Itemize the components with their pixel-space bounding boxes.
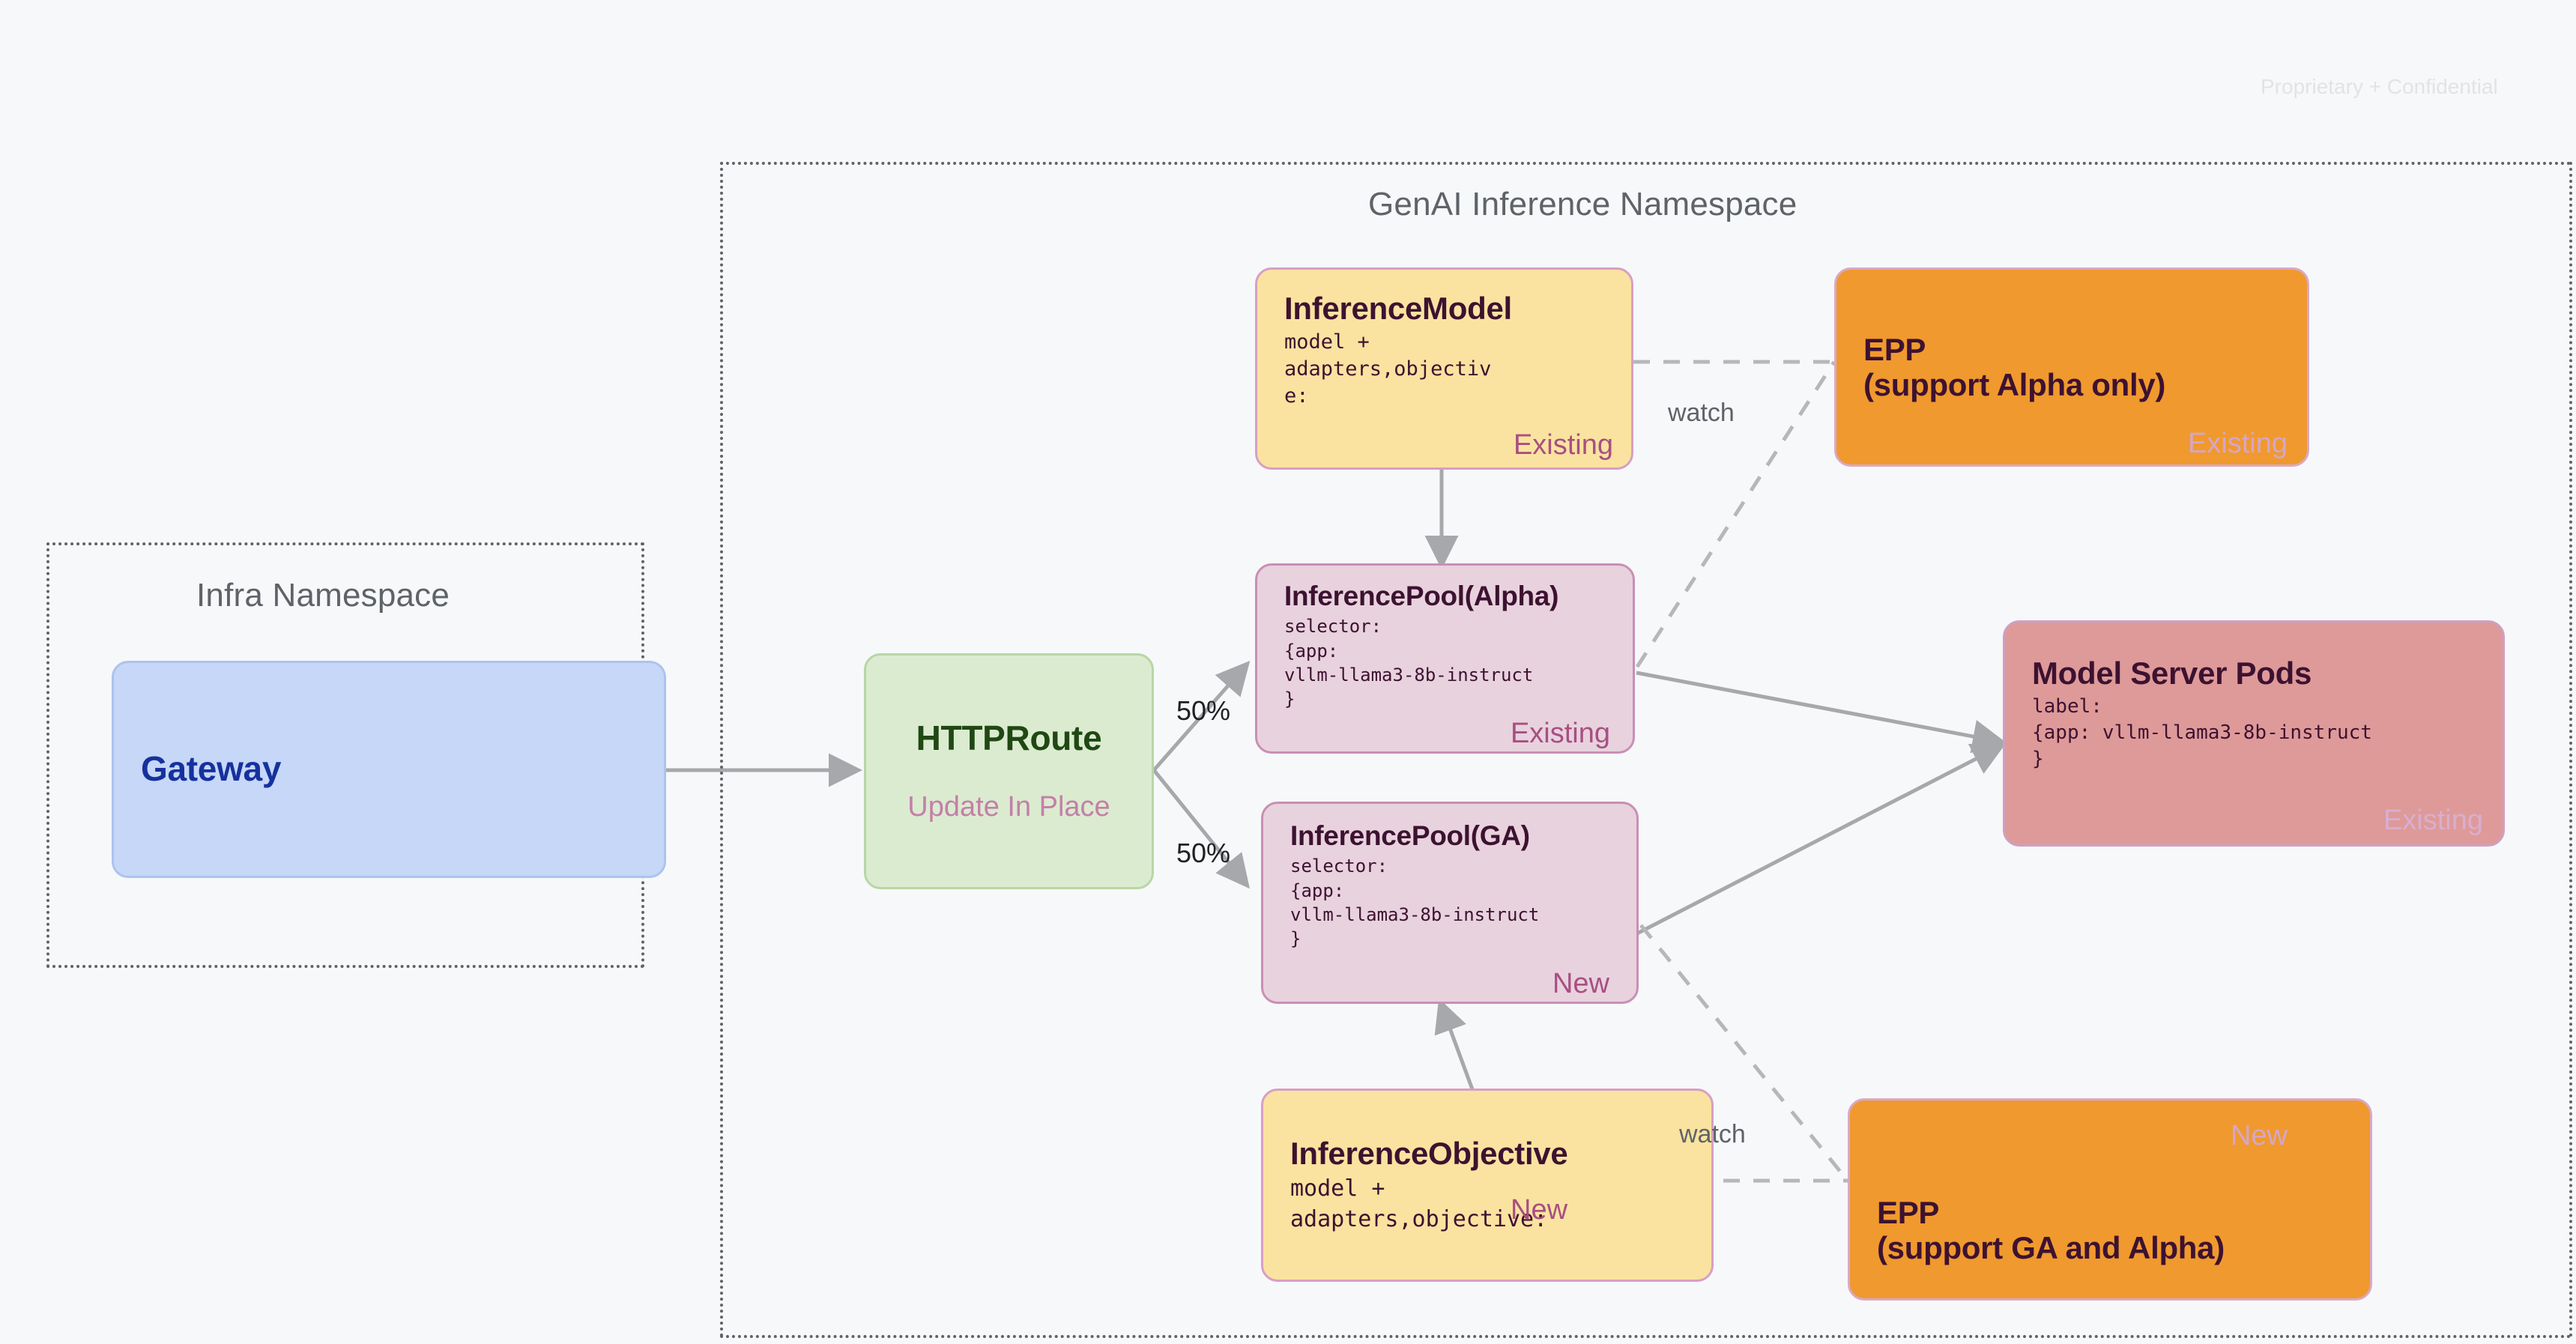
node-inference-objective[interactable]: InferenceObjective model + adapters,obje…: [1261, 1089, 1714, 1282]
node-epp-ga[interactable]: EPP (support GA and Alpha) New: [1848, 1098, 2372, 1301]
inference-pool-ga-title: InferencePool(GA): [1290, 820, 1530, 851]
edge-label-split-bottom: 50%: [1176, 838, 1231, 868]
node-httproute[interactable]: HTTPRoute Update In Place: [864, 653, 1154, 889]
httproute-title: HTTPRoute: [916, 718, 1102, 758]
model-server-pods-title: Model Server Pods: [2032, 656, 2312, 691]
inference-pool-alpha-body: selector: {app: vllm-llama3-8b-instruct …: [1284, 616, 1534, 709]
node-gateway[interactable]: Gateway: [112, 661, 666, 878]
inference-objective-title: InferenceObjective: [1290, 1136, 1568, 1172]
namespace-infra-title: Infra Namespace: [196, 577, 450, 614]
model-server-pods-inner: Model Server Pods label: {app: vllm-llam…: [2032, 623, 2486, 844]
model-server-pods-body: label: {app: vllm-llama3-8b-instruct }: [2032, 695, 2372, 770]
model-server-pods-tag: Existing: [2383, 805, 2483, 836]
node-inference-pool-ga[interactable]: InferencePool(GA) selector: {app: vllm-l…: [1261, 802, 1639, 1004]
epp-alpha-title: EPP (support Alpha only): [1863, 331, 2166, 402]
node-inference-pool-alpha[interactable]: InferencePool(Alpha) selector: {app: vll…: [1255, 563, 1635, 754]
edge-label-watch-top: watch: [1668, 399, 1735, 427]
epp-ga-title: EPP (support GA and Alpha): [1877, 1194, 2225, 1265]
epp-ga-tag: New: [2230, 1120, 2288, 1151]
confidential-notice: Proprietary + Confidential: [2261, 75, 2498, 98]
inference-objective-body: model + adapters,objective:: [1290, 1175, 1548, 1232]
epp-ga-inner: EPP (support GA and Alpha): [1877, 1101, 2353, 1298]
inference-objective-inner: InferenceObjective model + adapters,obje…: [1290, 1091, 1695, 1280]
httproute-inner: HTTPRoute Update In Place: [866, 656, 1152, 887]
inference-pool-alpha-inner: InferencePool(Alpha) selector: {app: vll…: [1284, 566, 1616, 751]
namespace-genai: [720, 162, 2572, 1338]
inference-model-tag: Existing: [1513, 429, 1613, 461]
inference-pool-ga-inner: InferencePool(GA) selector: {app: vllm-l…: [1290, 804, 1620, 1002]
inference-pool-alpha-tag: Existing: [1510, 718, 1610, 749]
namespace-genai-title: GenAI Inference Namespace: [1368, 186, 1798, 223]
inference-pool-ga-tag: New: [1552, 968, 1609, 999]
node-epp-alpha[interactable]: EPP (support Alpha only) Existing: [1834, 267, 2309, 467]
edge-label-watch-bottom: watch: [1679, 1120, 1746, 1148]
epp-alpha-inner: EPP (support Alpha only): [1863, 270, 2291, 464]
inference-pool-ga-body: selector: {app: vllm-llama3-8b-instruct …: [1290, 856, 1540, 949]
inference-model-inner: InferenceModel model + adapters,objectiv…: [1284, 270, 1615, 467]
gateway-inner: Gateway: [141, 663, 647, 876]
node-model-server-pods[interactable]: Model Server Pods label: {app: vllm-llam…: [2003, 620, 2505, 847]
httproute-subtitle: Update In Place: [907, 790, 1110, 823]
epp-alpha-tag: Existing: [2187, 428, 2288, 459]
node-inference-model[interactable]: InferenceModel model + adapters,objectiv…: [1255, 267, 1633, 470]
edge-label-split-top: 50%: [1176, 695, 1231, 726]
inference-model-body: model + adapters,objectiv e:: [1284, 330, 1492, 408]
inference-pool-alpha-title: InferencePool(Alpha): [1284, 581, 1559, 611]
inference-model-title: InferenceModel: [1284, 291, 1512, 326]
inference-objective-tag: New: [1511, 1194, 1568, 1226]
gateway-title: Gateway: [141, 749, 282, 789]
